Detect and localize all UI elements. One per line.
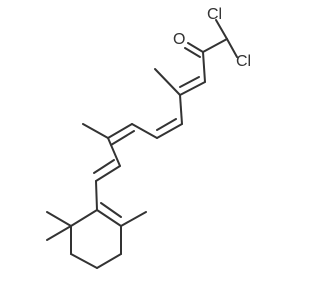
atom-label-o: O: [173, 31, 185, 48]
bond-lines: [46, 19, 238, 269]
bond-c5-c6: [156, 123, 183, 139]
bond-c2-o-double: [184, 47, 201, 58]
bond-c4-methyl: [154, 68, 181, 96]
bond-c8-c9: [107, 137, 121, 167]
ring-bond-4: [70, 253, 98, 269]
ring-bond-1: [96, 209, 122, 227]
bond-c8-methyl: [82, 123, 109, 139]
bond-c3-c4: [179, 81, 206, 96]
ring-methyl-right: [120, 211, 147, 227]
bond-c6-c7: [131, 123, 158, 139]
ring-gem-methyl-1: [46, 211, 72, 227]
molecule-canvas: Cl Cl O: [46, 6, 251, 269]
ring-gem-methyl-2: [46, 225, 72, 241]
atom-label-cl-top: Cl: [207, 6, 222, 23]
ring-bond-3: [96, 253, 122, 269]
bond-c4-c5: [179, 94, 183, 125]
bond-c7-c8: [107, 123, 133, 139]
bond-c5-c6-double: [156, 118, 177, 131]
bond-c9-c10-double: [93, 159, 115, 174]
bond-c2-o: [187, 42, 204, 53]
atom-labels: Cl Cl O: [173, 6, 251, 70]
bond-c7-c8-double: [110, 130, 135, 146]
molecule-structure: Cl Cl O: [46, 6, 251, 269]
bond-c10-ring: [95, 180, 98, 211]
bond-c2-c3: [202, 51, 206, 83]
bond-c3-c4-double: [179, 76, 200, 88]
atom-label-cl-right: Cl: [236, 53, 251, 70]
bond-c1-c2: [202, 38, 228, 53]
bond-cl1-c1: [215, 19, 228, 40]
ring-bond-6: [70, 209, 98, 227]
ring-bond-1-double: [100, 202, 122, 218]
bond-c9-c10: [95, 165, 121, 182]
bond-c1-cl2: [226, 38, 238, 58]
